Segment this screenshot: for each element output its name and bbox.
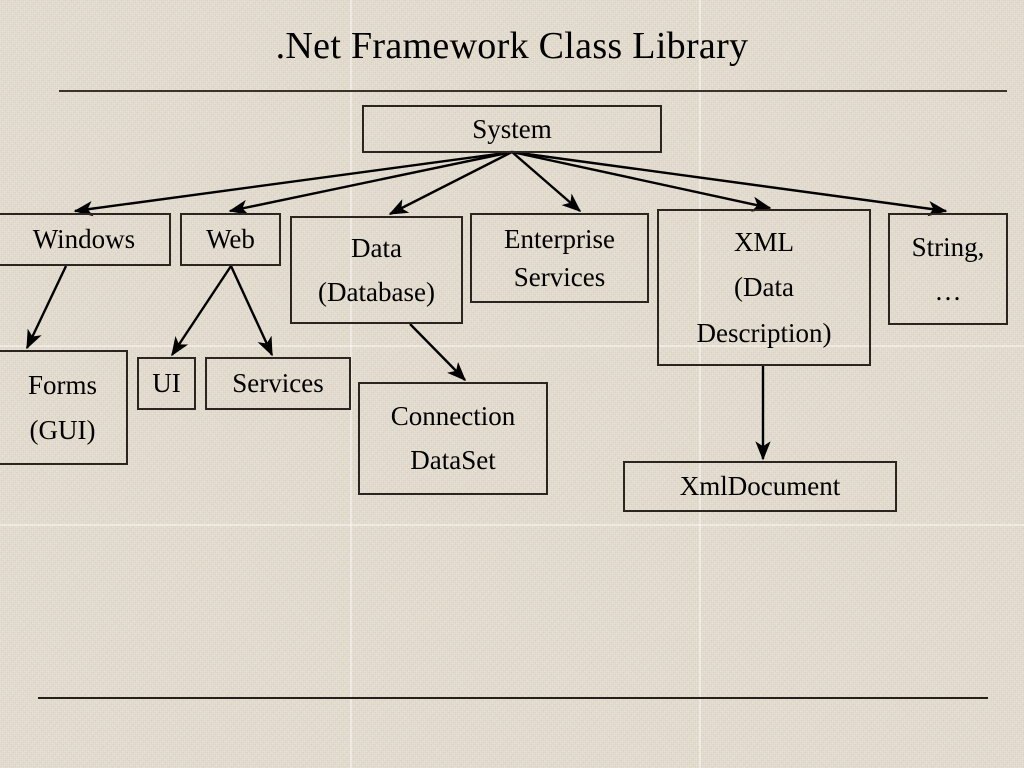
node-connection-dataset-label-line2: DataSet — [410, 445, 496, 476]
edge-system-to-enterprise — [511, 151, 582, 212]
node-ui[interactable]: UI — [137, 357, 196, 410]
node-xml[interactable]: XML (Data Description) — [657, 209, 871, 366]
node-forms-gui-label-line2: (GUI) — [29, 414, 96, 445]
edge-data-to-connection — [409, 323, 467, 382]
node-windows[interactable]: Windows — [0, 213, 171, 266]
node-enterprise-services[interactable]: Enterprise Services — [470, 213, 649, 303]
node-data-label-line2: (Database) — [318, 276, 435, 307]
edge-web-to-ui — [170, 265, 233, 357]
background-seam-vertical — [699, 0, 701, 768]
node-system-label: System — [472, 113, 552, 144]
node-xmldocument[interactable]: XmlDocument — [623, 461, 897, 512]
node-web[interactable]: Web — [180, 213, 281, 266]
edge-web-to-services — [229, 265, 274, 357]
node-forms-gui-label-line1: Forms — [27, 370, 98, 401]
background-seam-horizontal — [0, 524, 1024, 526]
edge-system-to-xml — [511, 150, 772, 212]
node-string[interactable]: String, … — [888, 213, 1008, 325]
node-system[interactable]: System — [362, 105, 662, 153]
node-windows-label: Windows — [32, 224, 136, 255]
edge-system-to-windows — [73, 150, 513, 217]
edge-system-to-data — [388, 150, 513, 216]
node-data-label-line1: Data — [351, 233, 402, 264]
footer-divider — [38, 697, 988, 699]
title-divider — [59, 90, 1007, 92]
node-xml-label-line3: Description) — [696, 318, 832, 349]
edge-system-to-web — [228, 150, 513, 215]
node-xml-label-line1: XML — [734, 226, 794, 257]
node-xmldocument-label: XmlDocument — [679, 471, 841, 502]
edge-windows-to-forms — [25, 265, 68, 350]
node-connection-dataset[interactable]: Connection DataSet — [358, 382, 548, 495]
edge-system-to-string — [511, 150, 948, 217]
node-enterprise-services-label-line2: Services — [513, 262, 606, 292]
node-forms-gui[interactable]: Forms (GUI) — [0, 350, 128, 465]
node-services-label: Services — [232, 368, 324, 399]
page-title: .Net Framework Class Library — [275, 25, 749, 67]
node-web-label: Web — [206, 224, 255, 255]
node-services[interactable]: Services — [205, 357, 351, 410]
node-string-label-line2: … — [934, 275, 962, 306]
node-string-label-line1: String, — [911, 232, 985, 263]
node-ui-label: UI — [152, 368, 181, 399]
node-enterprise-services-label-line1: Enterprise — [504, 223, 615, 254]
node-xml-label-line2: (Data — [734, 272, 794, 303]
node-data[interactable]: Data (Database) — [290, 216, 463, 324]
node-connection-dataset-label-line1: Connection — [390, 401, 516, 432]
